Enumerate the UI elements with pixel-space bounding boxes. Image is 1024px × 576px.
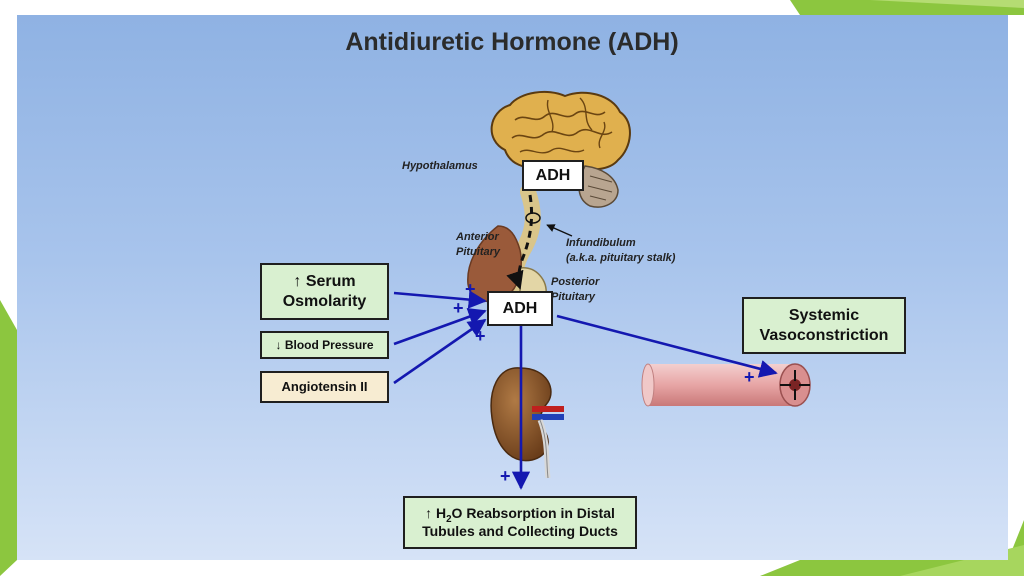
plus-sign-reabsorption: +	[500, 466, 511, 486]
label-anterior: Anterior	[456, 231, 499, 243]
label-posterior-pituitary-word: Pituitary	[551, 290, 596, 303]
vasoconstriction-line1: Systemic	[788, 306, 860, 324]
angiotensin-box: Angiotensin II	[260, 371, 389, 403]
label-hypothalamus: Hypothalamus	[402, 160, 478, 172]
label-infundibulum: Infundibulum (a.k.a. pituitary stalk)	[566, 236, 675, 266]
regulation-arrows	[393, 290, 778, 490]
label-infundibulum-name: Infundibulum	[566, 237, 636, 249]
reabsorption-box: ↑ H2O Reabsorption in Distal Tubules and…	[403, 496, 637, 549]
blood-pressure-box: ↓ Blood Pressure	[260, 331, 389, 359]
reabsorption-line2: Tubules and Collecting Ducts	[422, 522, 618, 539]
blood-vessel-illustration	[641, 363, 811, 407]
serum-osmolarity-box: ↑ Serum Osmolarity	[260, 263, 389, 320]
plus-sign-vasoconstriction: +	[744, 367, 755, 387]
label-anterior-pituitary: Anterior Pituitary	[456, 230, 500, 260]
label-infundibulum-aka: (a.k.a. pituitary stalk)	[566, 251, 676, 264]
label-posterior-pituitary: Posterior Pituitary	[551, 275, 599, 305]
vasoconstriction-box: Systemic Vasoconstriction	[742, 297, 906, 354]
label-posterior: Posterior	[551, 276, 600, 288]
adh-hypothalamus-box: ADH	[522, 160, 584, 191]
pituitary-illustration	[467, 184, 573, 308]
serum-osmolarity-line1: ↑ Serum	[293, 272, 356, 290]
plus-sign-blood-pressure: +	[453, 298, 464, 318]
reabsorption-line1: ↑ H2O Reabsorption in Distal	[425, 505, 615, 525]
label-anterior-pituitary-word: Pituitary	[456, 245, 501, 258]
page-title: Antidiuretic Hormone (ADH)	[345, 28, 679, 56]
reabsorption-rest: O Reabsorption in Distal	[451, 505, 615, 521]
serum-osmolarity-line2: Osmolarity	[282, 292, 367, 310]
reabsorption-h: ↑ H	[425, 505, 447, 521]
frame-accent-top-right-light	[870, 0, 1024, 8]
vasoconstriction-line2: Vasoconstriction	[759, 326, 889, 344]
brain-illustration	[490, 90, 631, 208]
kidney-illustration	[490, 367, 564, 479]
frame-accent-left	[0, 300, 17, 576]
plus-sign-angiotensin: +	[475, 326, 486, 346]
reabsorption-subscript: 2	[446, 514, 452, 525]
plus-sign-osmolarity: +	[465, 279, 476, 299]
adh-box: ADH	[487, 291, 553, 326]
